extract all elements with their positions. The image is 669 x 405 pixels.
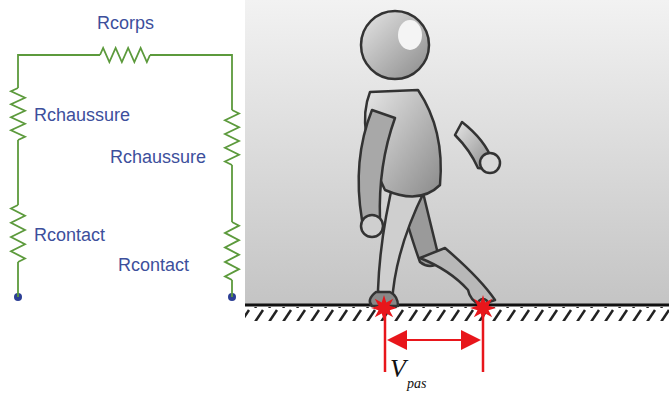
resistor-wire — [17, 262, 19, 292]
resistor-wire — [11, 205, 25, 262]
wire — [17, 292, 19, 297]
ground-line — [245, 304, 669, 307]
resistor-label: Rcontact — [34, 226, 105, 244]
resistor-wire — [225, 222, 239, 280]
dimension-label: V — [390, 356, 406, 382]
contact-points — [371, 295, 496, 321]
resistor-wire — [18, 55, 100, 88]
resistor-wire — [17, 140, 19, 205]
resistor-wire — [225, 110, 239, 165]
terminal — [228, 293, 236, 301]
resistor-label: Rcorps — [97, 14, 154, 32]
terminal — [14, 293, 22, 301]
resistor-label: Rchaussure — [110, 148, 206, 166]
wire — [231, 292, 233, 297]
resistor-label: Rcontact — [118, 256, 189, 274]
background-panel — [245, 0, 669, 305]
resistor-label: Rchaussure — [34, 106, 130, 124]
resistor-wire — [11, 88, 25, 140]
resistor-wire — [231, 280, 233, 292]
walking-figure — [359, 11, 500, 309]
resistor-wire — [150, 55, 232, 110]
dimension-subscript: pas — [407, 377, 426, 391]
resistor-wire — [231, 165, 233, 222]
resistor-wire — [100, 48, 150, 62]
circuit — [11, 48, 239, 301]
ground-hatching — [245, 307, 669, 321]
